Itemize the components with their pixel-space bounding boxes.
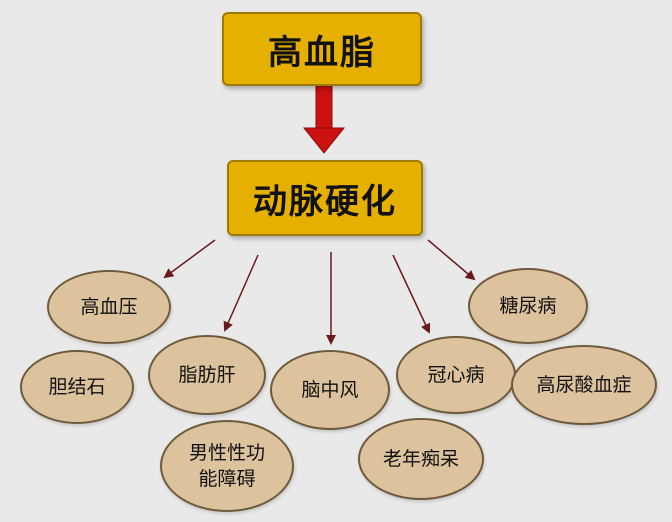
main-arrow (302, 85, 346, 154)
diabetes-label: 糖尿病 (499, 295, 557, 317)
fatty-liver-node: 脂肪肝 (148, 335, 266, 415)
arrow-to-hypertension (163, 239, 216, 279)
stroke-node: 脑中风 (270, 350, 390, 430)
male-sexual-dysfunction-label: 男性性功能障碍 (188, 442, 265, 490)
fatty-liver-label: 脂肪肝 (178, 364, 236, 386)
arteriosclerosis-label: 动脉硬化 (253, 181, 397, 222)
arrow-to-coronary (392, 254, 431, 334)
hyperuricemia-node: 高尿酸血症 (511, 345, 657, 425)
hyperlipidemia-label: 高血脂 (268, 32, 376, 73)
hyperlipidemia-box: 高血脂 (222, 12, 422, 86)
gallstone-node: 胆结石 (20, 350, 134, 424)
male-sexual-dysfunction-node: 男性性功能障碍 (160, 420, 294, 512)
diabetes-node: 糖尿病 (468, 268, 588, 344)
hypertension-node: 高血压 (47, 270, 171, 344)
coronary-disease-node: 冠心病 (396, 336, 516, 414)
dementia-node: 老年痴呆 (358, 418, 484, 500)
dementia-label: 老年痴呆 (382, 448, 459, 470)
coronary-disease-label: 冠心病 (427, 364, 485, 386)
stroke-label: 脑中风 (301, 379, 359, 401)
hypertension-label: 高血压 (80, 296, 138, 318)
hyperuricemia-label: 高尿酸血症 (536, 374, 632, 396)
arrow-to-diabetes (427, 239, 476, 281)
gallstone-label: 胆结石 (48, 376, 106, 398)
arteriosclerosis-box: 动脉硬化 (227, 160, 423, 236)
arrow-to-fatty-liver (223, 254, 259, 332)
